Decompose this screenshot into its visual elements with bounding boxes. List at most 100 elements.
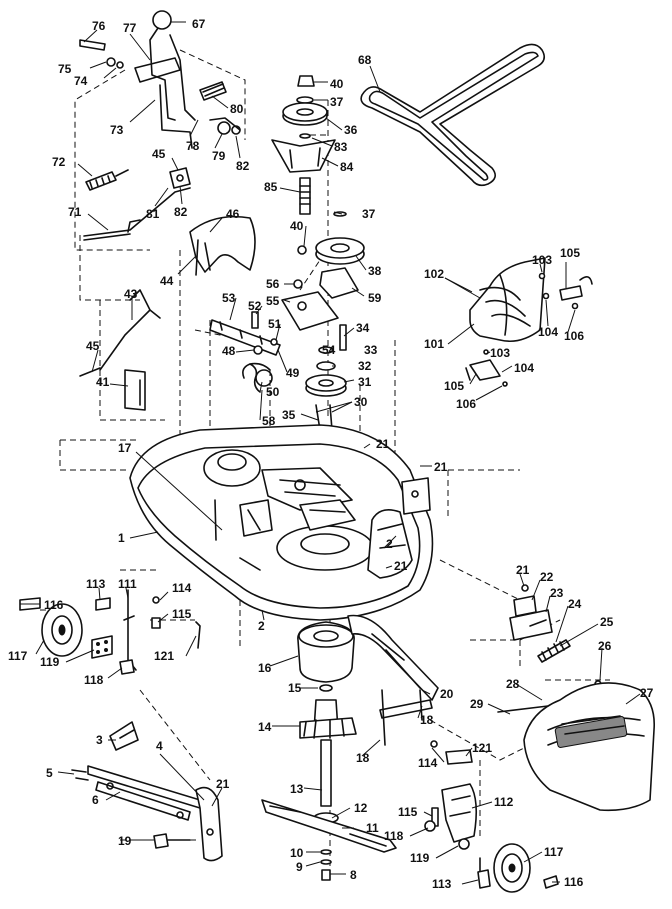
callout-59: 59 — [368, 291, 382, 305]
callout-71: 71 — [68, 205, 82, 219]
callout-21d: 21 — [516, 563, 530, 577]
spindle-shaft-13 — [320, 739, 332, 807]
callout-113a: 113 — [86, 577, 106, 591]
callout-16: 16 — [258, 661, 272, 675]
callout-114a: 114 — [172, 581, 192, 595]
callout-37b: 37 — [362, 207, 376, 221]
callout-19: 19 — [118, 834, 132, 848]
callout-35: 35 — [282, 408, 296, 422]
callout-1: 1 — [118, 531, 125, 545]
callout-25: 25 — [600, 615, 614, 629]
callout-111: 111 — [118, 577, 137, 591]
callout-53: 53 — [222, 291, 236, 305]
bracket-53 — [209, 319, 281, 356]
callout-9: 9 — [296, 860, 303, 874]
callout-80: 80 — [230, 102, 244, 116]
callout-44: 44 — [160, 274, 174, 288]
spindle-housing-16 — [297, 621, 355, 683]
bracket-59 — [319, 267, 359, 299]
spindle-guard-44 — [189, 215, 256, 276]
callout-115b: 115 — [398, 805, 418, 819]
callout-18b: 18 — [356, 751, 370, 765]
callout-118b: 118 — [384, 829, 404, 843]
callout-67: 67 — [192, 17, 206, 31]
callout-48: 48 — [222, 344, 236, 358]
knob-67 — [152, 10, 172, 30]
springs-and-rods-left — [79, 167, 191, 411]
callout-103b: 103 — [490, 346, 510, 360]
callout-82b: 82 — [174, 205, 188, 219]
callout-51: 51 — [268, 317, 282, 331]
callout-119b: 119 — [410, 851, 430, 865]
callout-45b: 45 — [86, 339, 100, 353]
idler-bracket-left — [209, 311, 281, 393]
callout-121b: 121 — [472, 741, 492, 755]
callout-106b: 106 — [456, 397, 476, 411]
callout-2b: 2 — [258, 619, 265, 633]
callout-21e: 21 — [216, 777, 230, 791]
callout-30: 30 — [354, 395, 368, 409]
callout-114b: 114 — [418, 756, 438, 770]
callout-20: 20 — [440, 687, 454, 701]
callout-24: 24 — [568, 597, 582, 611]
callout-3: 3 — [96, 733, 103, 747]
mower-deck-1 — [129, 424, 434, 621]
callout-29: 29 — [470, 697, 484, 711]
callout-31: 31 — [358, 375, 372, 389]
callout-21a: 21 — [376, 437, 390, 451]
callout-40a: 40 — [330, 77, 344, 91]
callout-43: 43 — [124, 287, 138, 301]
callout-17: 17 — [118, 441, 132, 455]
lift-lever-assembly — [79, 10, 241, 149]
callout-10: 10 — [290, 846, 304, 860]
callout-55: 55 — [266, 294, 280, 308]
callout-84: 84 — [340, 160, 354, 174]
upper-pulley-stack — [271, 75, 336, 215]
callout-104a: 104 — [538, 325, 558, 339]
callout-104b: 104 — [514, 361, 534, 375]
callout-40b: 40 — [290, 219, 304, 233]
callout-102: 102 — [424, 267, 444, 281]
callout-81: 81 — [146, 207, 160, 221]
callout-21c: 21 — [394, 559, 408, 573]
callout-32: 32 — [358, 359, 372, 373]
callout-112: 112 — [494, 795, 514, 809]
bolt-76 — [79, 39, 106, 51]
callout-4: 4 — [156, 739, 163, 753]
callout-49: 49 — [286, 366, 300, 380]
callout-12: 12 — [354, 801, 368, 815]
callout-45a: 45 — [152, 147, 166, 161]
callout-73: 73 — [110, 123, 124, 137]
callout-82a: 82 — [236, 159, 250, 173]
callout-101: 101 — [424, 337, 444, 351]
callout-52: 52 — [248, 299, 262, 313]
callout-105a: 105 — [560, 246, 580, 260]
callout-38: 38 — [368, 264, 382, 278]
callout-75: 75 — [58, 62, 72, 76]
callout-121a: 121 — [154, 649, 174, 663]
callout-106a: 106 — [564, 329, 584, 343]
callout-119a: 119 — [40, 655, 60, 669]
callout-83: 83 — [334, 140, 348, 154]
callout-68: 68 — [358, 53, 372, 67]
callout-34: 34 — [356, 321, 370, 335]
deflector-101 — [465, 257, 593, 387]
callout-37a: 37 — [330, 95, 344, 109]
callout-36: 36 — [344, 123, 358, 137]
callout-23: 23 — [550, 586, 564, 600]
callout-5: 5 — [46, 766, 53, 780]
lift-link-20 — [347, 614, 439, 746]
discharge-chute-27 — [497, 682, 656, 812]
callout-117a: 117 — [8, 649, 28, 663]
callout-6: 6 — [92, 793, 99, 807]
callout-103a: 103 — [532, 253, 552, 267]
leader-lines — [20, 21, 641, 885]
callout-85: 85 — [264, 180, 278, 194]
callout-72: 72 — [52, 155, 66, 169]
callout-118a: 118 — [84, 673, 104, 687]
callout-50: 50 — [266, 385, 280, 399]
callout-117b: 117 — [544, 845, 564, 859]
callout-77: 77 — [123, 21, 137, 35]
